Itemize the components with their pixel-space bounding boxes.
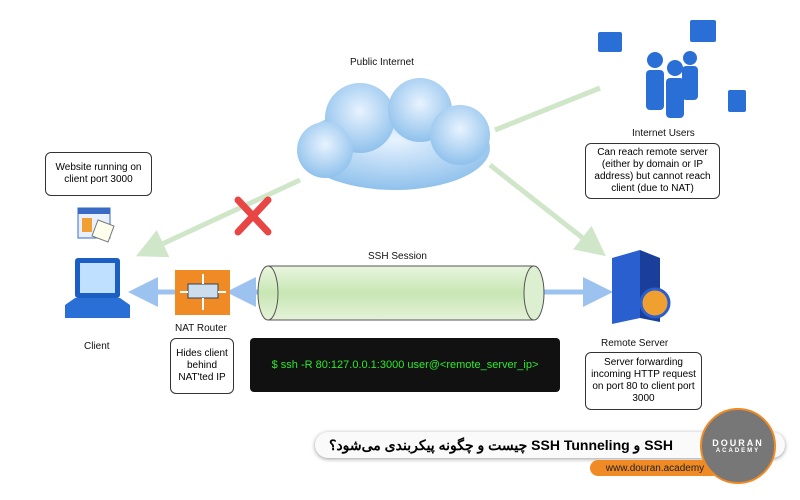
site-url[interactable]: www.douran.academy (590, 460, 720, 476)
internet-users-label: Internet Users (632, 128, 695, 139)
cloud-icon (297, 78, 490, 190)
nat-router-label: NAT Router (175, 323, 227, 334)
ssh-session-label: SSH Session (368, 251, 427, 262)
website-note: Website running on client port 3000 (45, 152, 152, 196)
nat-router-icon (175, 270, 230, 315)
logo-text: DOURAN (712, 438, 764, 448)
internet-users-icon (598, 20, 746, 118)
arrow-users-to-cloud (494, 85, 601, 133)
public-internet-label: Public Internet (350, 57, 414, 68)
remote-server-label: Remote Server (601, 338, 669, 349)
internet-users-note: Can reach remote server (either by domai… (585, 143, 720, 199)
website-icon (77, 207, 115, 243)
nat-note: Hides client behind NAT'ted IP (170, 338, 234, 394)
server-note: Server forwarding incoming HTTP request … (585, 352, 702, 410)
ssh-tunnel-cylinder (257, 265, 545, 321)
blocked-x-icon (234, 196, 272, 236)
logo-subtext: ACADEMY (715, 448, 761, 454)
arrow-cloud-to-server (488, 163, 606, 257)
arrow-cloud-to-client (135, 177, 302, 258)
client-laptop-icon (65, 258, 130, 318)
client-label: Client (84, 341, 110, 352)
ssh-command-terminal: $ ssh -R 80:127.0.0.1:3000 user@<remote_… (250, 338, 560, 392)
remote-server-icon (612, 250, 671, 324)
